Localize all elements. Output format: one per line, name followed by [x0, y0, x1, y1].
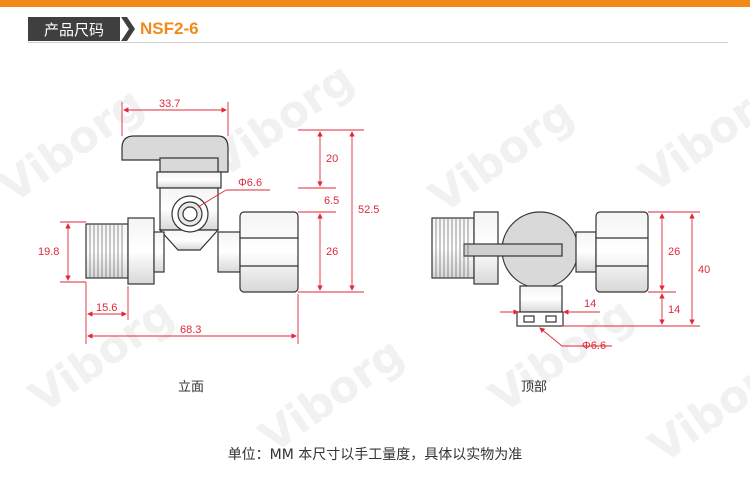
top-thread-lines — [435, 218, 469, 278]
dim-top-upper-height: 26 — [668, 246, 681, 258]
section-tab-label: 产品尺码 — [28, 17, 120, 41]
front-dimension-lines — [60, 102, 364, 344]
dim-upper-height: 20 — [326, 153, 339, 165]
dim-total-height: 52.5 — [358, 204, 380, 216]
dim-top-stem-width: 14 — [584, 298, 597, 310]
dim-lower-height: 26 — [326, 246, 339, 258]
front-view-drawing — [85, 135, 299, 293]
dim-top-hole-diameter: Φ6.6 — [582, 340, 607, 352]
header-divider — [28, 42, 728, 43]
top-accent-bar — [0, 0, 750, 7]
dim-hex-height: 19.8 — [38, 246, 60, 258]
top-dimension-lines — [500, 211, 700, 347]
dim-handle-width: 33.7 — [159, 98, 181, 110]
front-view-caption: 立面 — [178, 380, 205, 395]
dim-top-stem-height: 14 — [668, 304, 681, 316]
measurement-note: 单位：MM 本尺寸以手工量度，具体以实物为准 — [227, 447, 523, 463]
dim-mid-height: 6.5 — [324, 195, 340, 207]
top-view-caption: 顶部 — [521, 380, 548, 395]
dim-top-total-height: 40 — [698, 264, 711, 276]
front-thread-lines — [89, 224, 123, 278]
dim-total-length: 68.3 — [180, 324, 202, 336]
dim-hole-diameter: Φ6.6 — [238, 177, 263, 189]
top-view-drawing — [431, 211, 649, 327]
dim-thread-length: 15.6 — [96, 302, 118, 314]
chevron-right-icon — [121, 17, 135, 41]
model-number: NSF2-6 — [140, 19, 199, 38]
